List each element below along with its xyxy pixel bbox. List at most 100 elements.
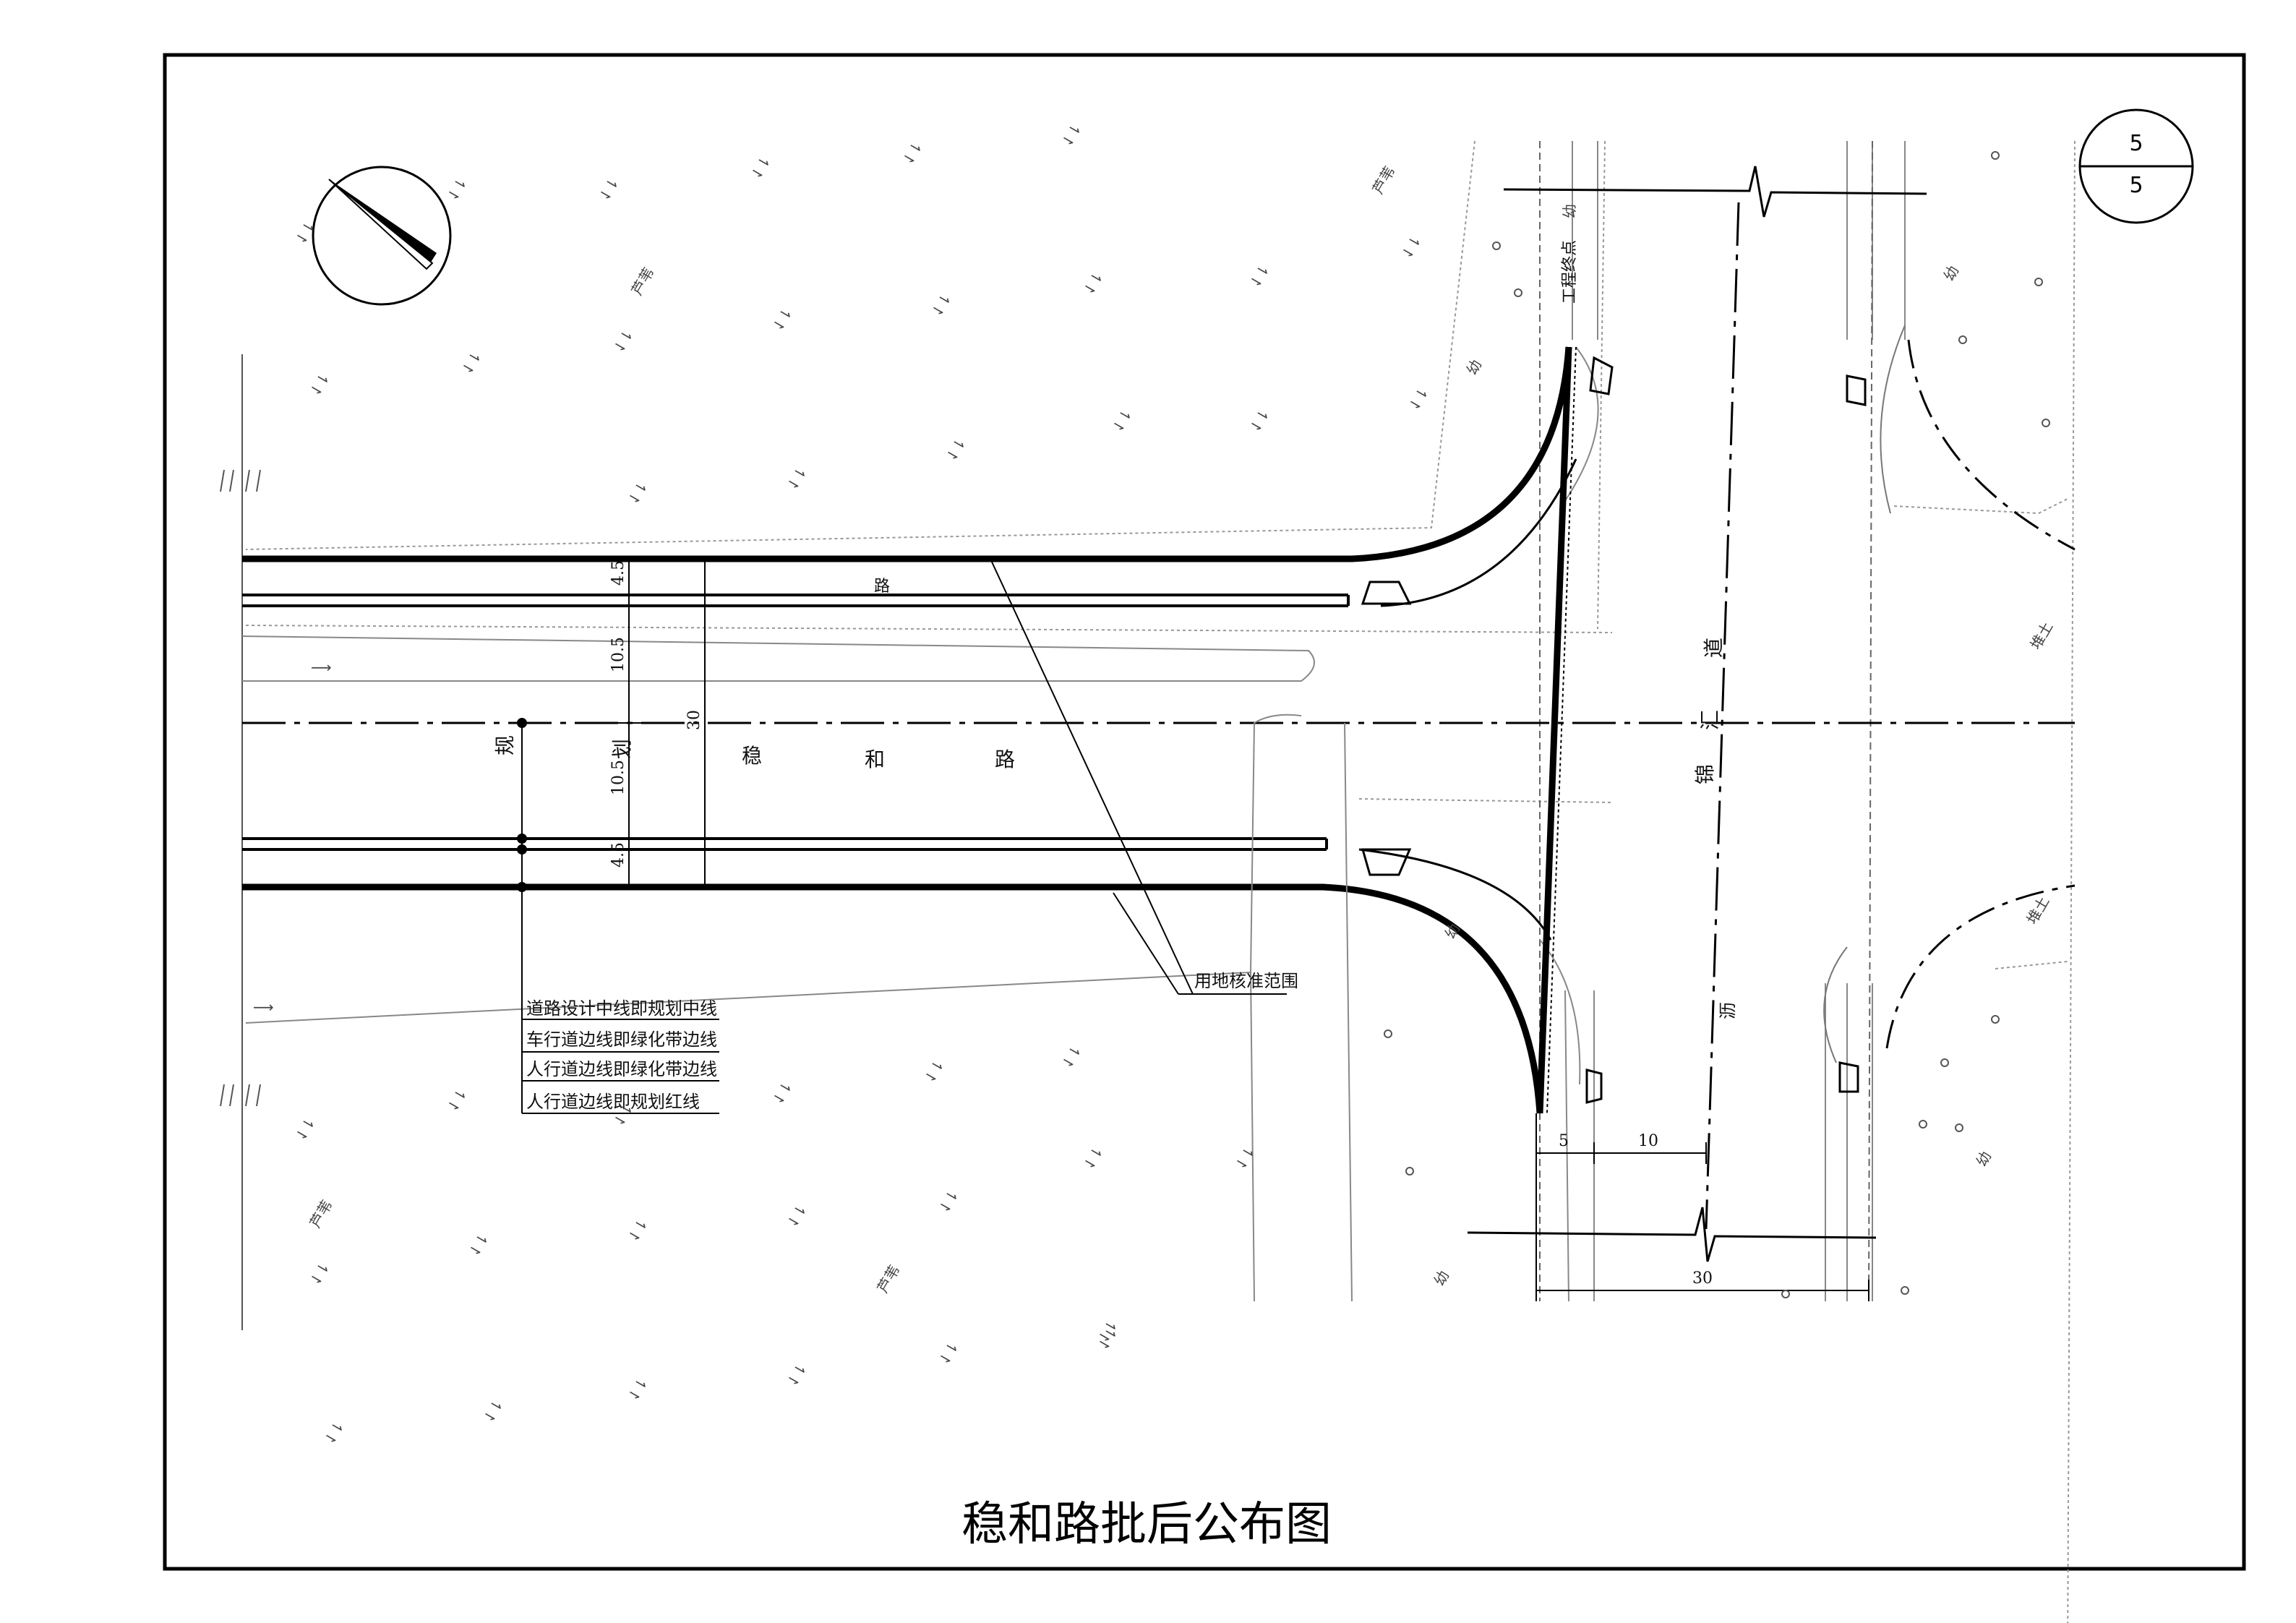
grass-symbol: ⇃⇂ xyxy=(596,174,623,204)
left-boundary xyxy=(220,354,261,1330)
dim-30-cross: 30 xyxy=(1692,1269,1713,1288)
sheet-total: 5 xyxy=(2129,173,2143,198)
grass-symbol: ⇃⇂ xyxy=(1080,1143,1108,1173)
grass-symbol: ⇃⇂ xyxy=(935,1338,963,1368)
main-road-lines xyxy=(241,346,2075,1302)
tree-dot xyxy=(1940,1058,1949,1067)
tree-dot xyxy=(1958,335,1967,344)
project-end-marker: 幼 xyxy=(1561,204,1578,218)
grass-symbol: ⇃⇂ xyxy=(625,1215,652,1245)
grass-symbol: ⇃⇂ xyxy=(625,1374,652,1404)
grass-symbol: ⇃⇂ xyxy=(1405,384,1433,414)
seedling-label-1: 幼 xyxy=(1463,356,1486,377)
reed-label-4: 芦苇 xyxy=(874,1262,904,1296)
grass-symbol: ⇃⇂ xyxy=(444,174,471,204)
dim-4-5-bottom: 4.5 xyxy=(609,842,627,868)
legend-item-4: 人行道边线即规划红线 xyxy=(526,1092,700,1112)
main-road-name-2: 和 xyxy=(865,748,885,771)
grass-symbol: ⇃⇂ xyxy=(466,1230,493,1259)
seedling-label-4: 幼 xyxy=(1431,1267,1453,1288)
tree-dot xyxy=(1991,1015,2000,1024)
grass-symbol: ⇃⇂ xyxy=(1246,261,1274,291)
main-dimensions xyxy=(614,558,716,888)
grass-symbol: ⇃⇂ xyxy=(321,1418,348,1447)
grass-symbol: ⇃⇂ xyxy=(1080,268,1108,298)
cross-road-lines xyxy=(1467,140,2076,1302)
grass-symbol: ⇃⇂ xyxy=(1232,1143,1259,1173)
grass-symbol: ⇃⇂ xyxy=(769,304,797,334)
grass-symbol: ⇃⇂ xyxy=(784,1360,811,1389)
direction-arrow-2: ⟶ xyxy=(253,998,274,1016)
seedling-label-2: 幼 xyxy=(1940,262,1963,283)
grass-symbol: ⇃⇂ xyxy=(935,1186,963,1216)
grass-symbol: ⇃⇂ xyxy=(899,138,927,168)
grass-symbol: ⇃⇂ xyxy=(458,348,486,377)
trapezoid-markers xyxy=(1361,356,1867,1104)
grass-symbol: ⇃⇂ xyxy=(307,1259,334,1288)
grass-symbol: ⇃⇂ xyxy=(610,326,638,356)
dim-5-cross: 5 xyxy=(1559,1132,1569,1150)
cross-road-name-2: 汇 xyxy=(1698,710,1722,730)
grass-symbol: ⇃⇂ xyxy=(1058,120,1086,150)
reed-label-3: 芦苇 xyxy=(307,1197,336,1231)
tree-dot xyxy=(1991,151,2000,160)
tree-dots xyxy=(1384,151,2050,1298)
left-road-char: 路 xyxy=(874,578,890,596)
terrain-boundaries xyxy=(245,140,2076,1623)
legend xyxy=(517,718,719,1114)
cross-dimensions xyxy=(1535,1113,1869,1301)
grass-symbol: ⇃⇂ xyxy=(444,1085,471,1115)
planning-char-2: 划 xyxy=(610,739,634,759)
tree-dot xyxy=(1781,1290,1790,1298)
drawing-frame xyxy=(163,53,2246,1571)
grass-symbol: ⇃⇂ xyxy=(748,153,775,182)
grass-symbol: ⇃⇂ xyxy=(1058,1042,1086,1071)
main-dim-labels: 4.5 10.5 10.5 4.5 30 xyxy=(609,560,703,868)
cross-road-name-1: 锦 xyxy=(1693,764,1717,784)
north-arrow xyxy=(312,166,452,306)
grass-symbol: ⇃⇂ xyxy=(1109,406,1136,435)
fill-soil-label-2: 堆土 xyxy=(2023,894,2053,928)
dim-10-cross: 10 xyxy=(1638,1132,1658,1150)
direction-arrow-1: ⟶ xyxy=(311,659,332,676)
tree-dot xyxy=(1955,1123,1963,1132)
drawing-title: 稳和路批后公布图 xyxy=(961,1498,1332,1551)
surface-char: 沥 xyxy=(1718,1002,1738,1019)
project-end-label: 工程终点 xyxy=(1561,240,1579,304)
tree-dot xyxy=(2042,419,2050,427)
grass-symbol: ⇃⇂ xyxy=(1398,232,1426,262)
terrain-grass-symbols: ⇃⇂ ⇃⇂ ⇃⇂ ⇃⇂ ⇃⇂ ⇃⇂ ⇃⇂ ⇃⇂ ⇃⇂ ⇃⇂ ⇃⇂ ⇃⇂ ⇃⇂ ⇃⇂ ⇃⇂ ⇃⇂ ⇃⇂ ⇃⇂ ⇃⇂ ⇃⇂… xyxy=(292,120,1433,1447)
cross-road-name-3: 道 xyxy=(1702,638,1726,658)
grass-symbol: ⇃⇂ xyxy=(292,1114,320,1144)
tree-dot xyxy=(1901,1286,1909,1295)
fill-soil-label-1: 堆土 xyxy=(2027,619,2057,653)
dim-30-main: 30 xyxy=(685,710,703,730)
grass-symbol: ⇃⇂ xyxy=(921,1056,948,1086)
tree-dot xyxy=(1919,1120,1927,1129)
grass-symbol: ⇃⇂ xyxy=(480,1396,507,1426)
grass-symbol: ⇃⇂ xyxy=(943,434,970,464)
planning-char-1: 规 xyxy=(493,735,517,755)
grass-symbol: ⇃⇂ xyxy=(784,1201,811,1230)
sheet-number-badge: 5 5 xyxy=(2078,108,2194,224)
main-road-name-1: 稳 xyxy=(742,744,762,768)
dim-4-5-top: 4.5 xyxy=(609,560,627,586)
tree-dot xyxy=(1514,288,1522,297)
dim-10-5-bottom: 10.5 xyxy=(609,760,627,795)
tree-dot xyxy=(1492,241,1501,250)
seedling-label-5: 幼 xyxy=(1973,1148,1995,1169)
reed-label-1: 芦苇 xyxy=(628,265,658,299)
legend-item-1: 道路设计中线即规划中线 xyxy=(526,998,717,1019)
legend-item-2: 车行道边线即绿化带边线 xyxy=(526,1029,717,1050)
grass-symbol: ⇃⇂ xyxy=(928,290,956,320)
sheet-number: 5 xyxy=(2129,131,2143,156)
tree-dot xyxy=(2034,278,2043,286)
grass-symbol: ⇃⇂ xyxy=(1246,406,1274,435)
grass-symbol: ⇃⇂ xyxy=(625,478,652,508)
land-use-label: 用地核准范围 xyxy=(1194,971,1298,991)
legend-item-3: 人行道边线即绿化带边线 xyxy=(526,1059,717,1079)
main-road-name-3: 路 xyxy=(995,748,1015,771)
tree-dot xyxy=(1405,1167,1414,1176)
tree-dot xyxy=(1384,1029,1392,1038)
